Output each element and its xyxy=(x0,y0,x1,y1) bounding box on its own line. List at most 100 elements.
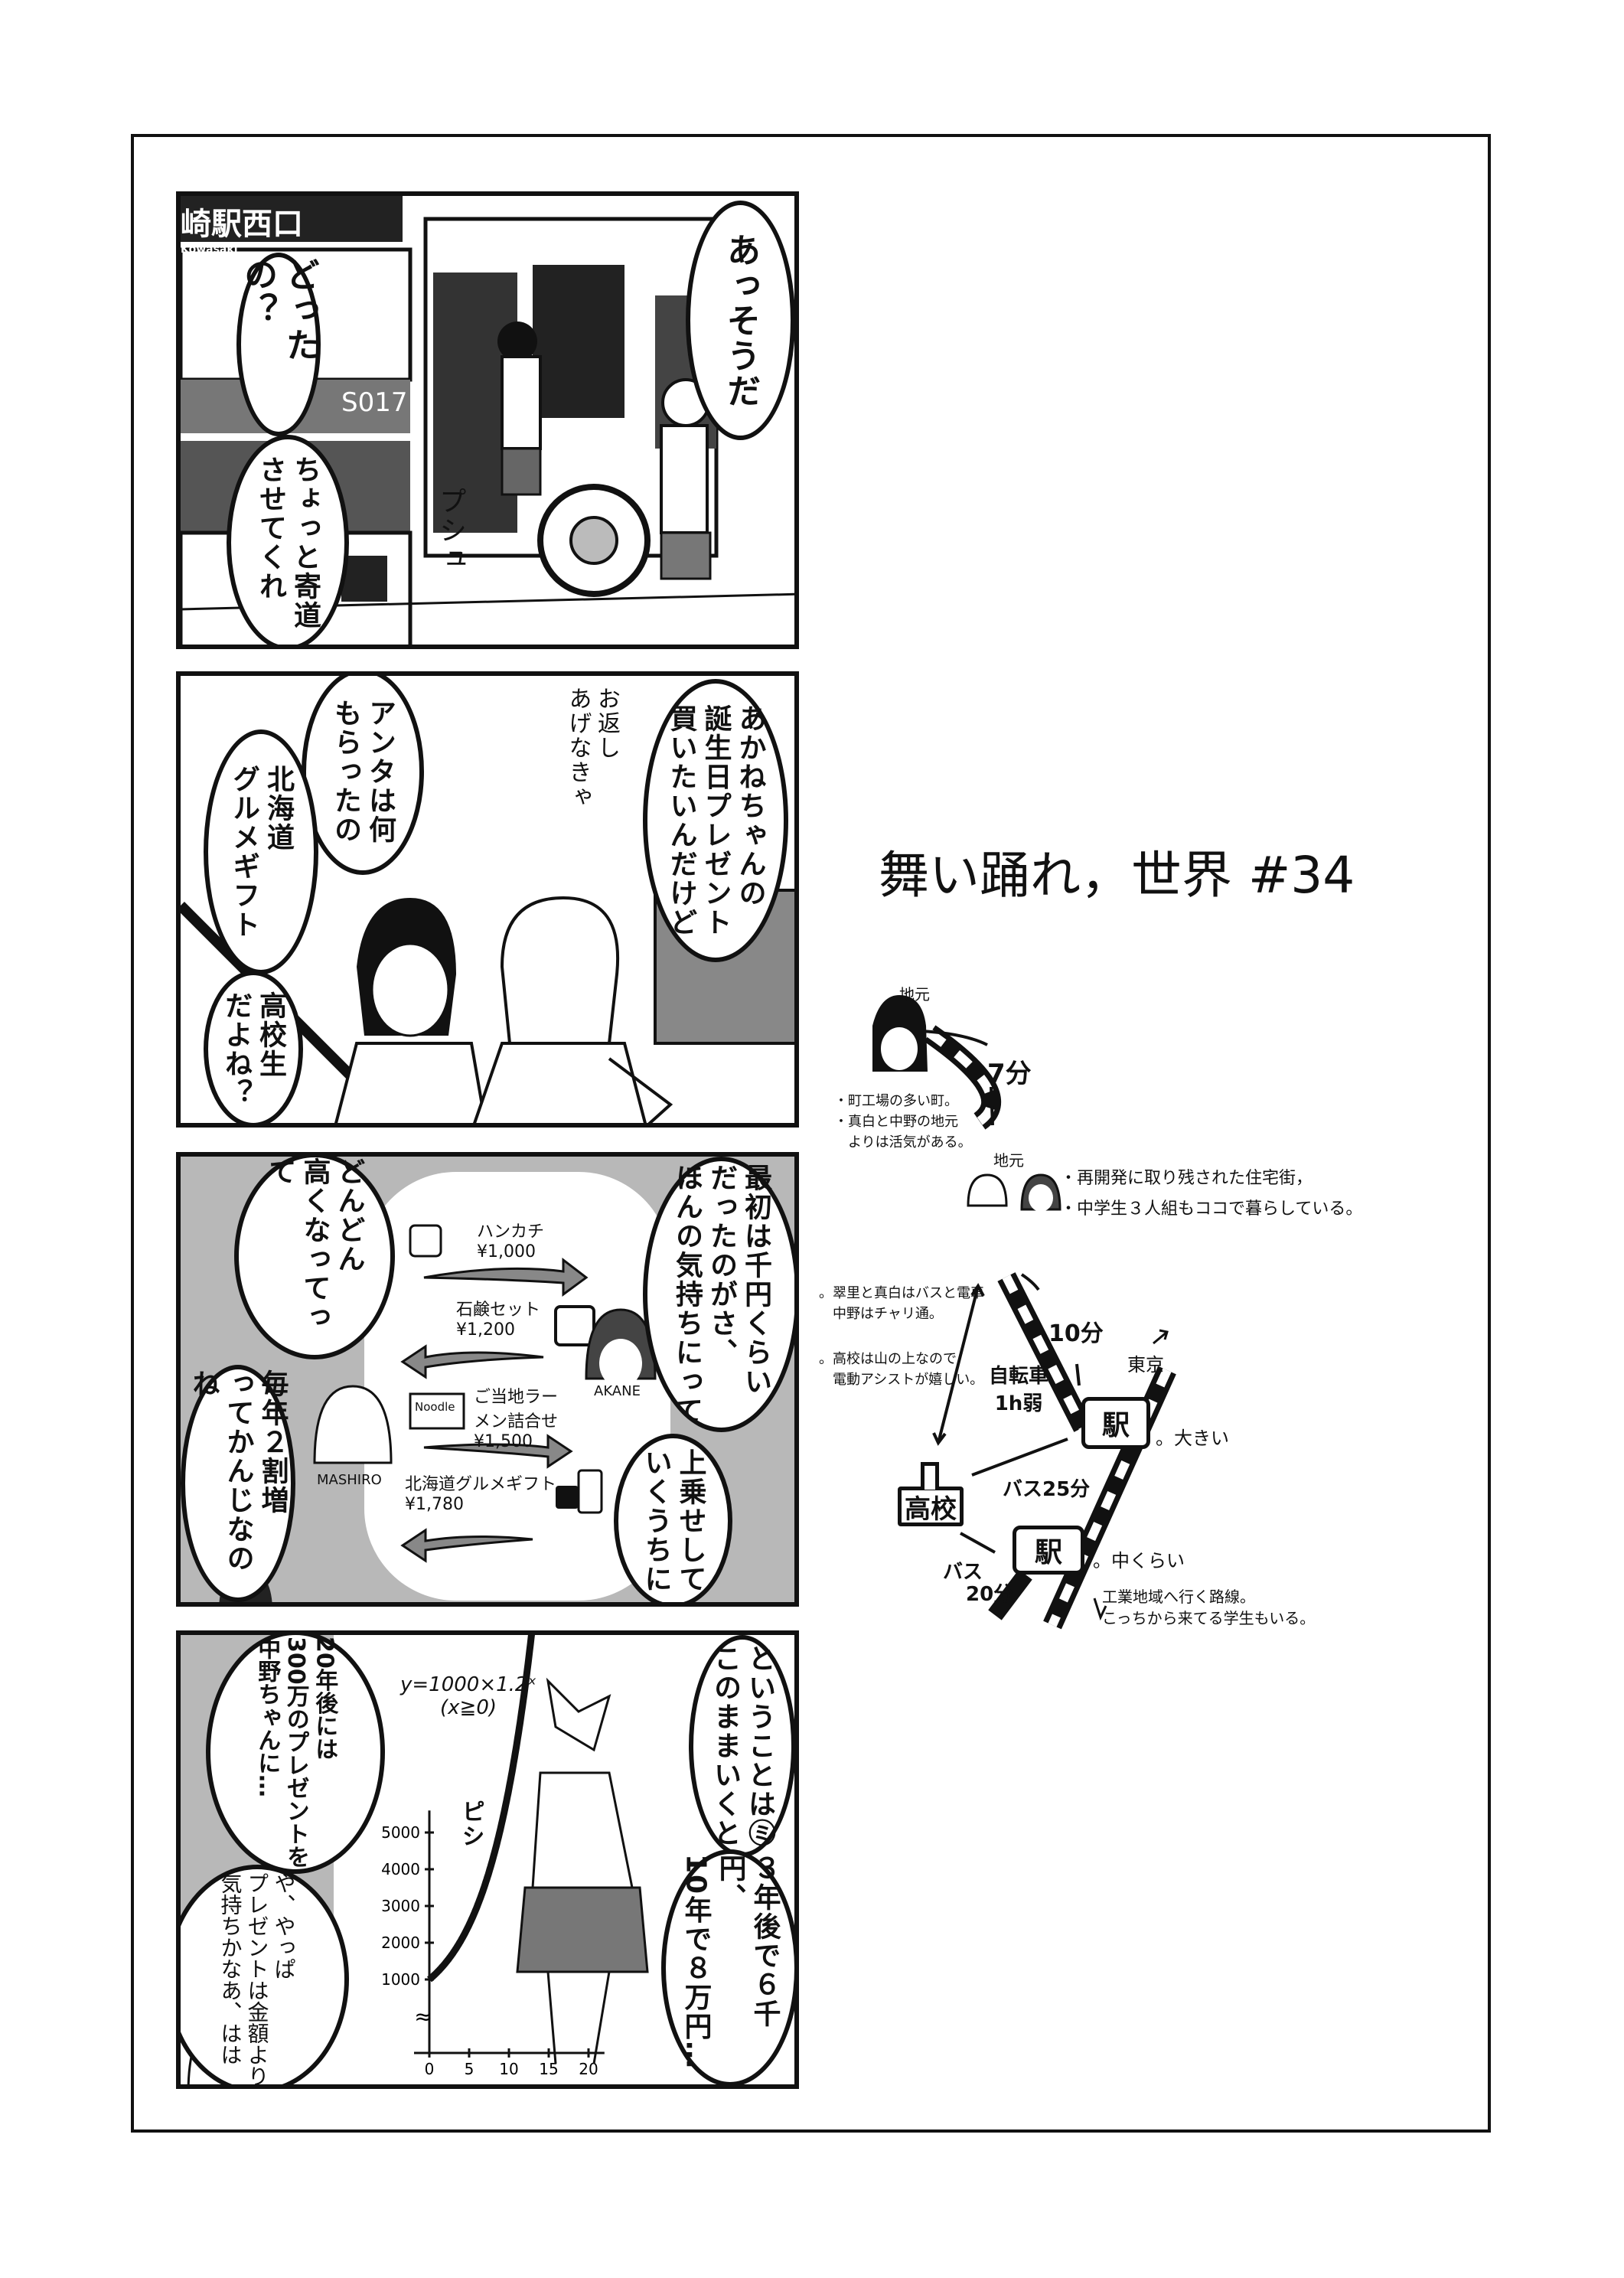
handkerchief-icon xyxy=(409,1224,442,1258)
note-line: 。高校は山の上なので xyxy=(819,1351,957,1367)
station-medium-note: 。中くらい xyxy=(1093,1550,1185,1571)
bubble-text: 北海道 xyxy=(263,765,294,852)
graph-formula: y=1000×1.2ˣ(x≧0) xyxy=(400,1673,536,1719)
bubble-text: このままいくと xyxy=(709,1644,741,1848)
aside-line: お返し xyxy=(593,687,620,760)
bubble-text: あかねちゃんの xyxy=(734,704,766,908)
note-line: 中野はチャリ通。 xyxy=(819,1306,943,1322)
school-building: 高校 xyxy=(898,1487,964,1526)
gift-price: ¥1,000 xyxy=(477,1242,536,1261)
y-tick-label: 2000 xyxy=(381,1934,420,1952)
station-medium: 駅 xyxy=(1013,1526,1084,1575)
arrow-right-icon xyxy=(423,1257,589,1297)
bubble-text: 買いたいんだけど xyxy=(665,704,697,937)
speech-bubble: ということは㋯このままいくと xyxy=(689,1635,794,1857)
speech-bubble: ３年後で６千円、10年で８万円… xyxy=(661,1849,794,2084)
bus-time-label: バス25分 xyxy=(1003,1478,1091,1501)
gift-price: ¥1,500 xyxy=(474,1432,533,1451)
x-tick-label: 5 xyxy=(465,2060,474,2078)
travel-time-label: 7分 xyxy=(987,1059,1032,1089)
bike-time: 1h弱 xyxy=(994,1392,1043,1416)
bubble-text: アンタは何 xyxy=(364,699,396,844)
name-label-akane: AKANE xyxy=(594,1383,641,1399)
speech-bubble: どったの？ xyxy=(236,253,321,436)
note-line: ・真白と中野の地元 xyxy=(834,1114,958,1130)
soap-set-icon xyxy=(554,1305,595,1346)
bubble-text: グルメギフト xyxy=(228,765,259,939)
note-line: よりは活気がある。 xyxy=(834,1134,972,1150)
travel-time-label: 10分 xyxy=(1048,1320,1104,1347)
gift-item: 石鹸セット¥1,200 xyxy=(456,1296,540,1340)
bubble-text: 300万のプレゼントを xyxy=(282,1636,309,1868)
bubble-text: 10年で８万円… xyxy=(680,1854,712,2071)
speech-bubble: 高校生だよね？ xyxy=(204,971,303,1123)
line-note: 工業地域へ行く路線。こっちから来てる学生もいる。 xyxy=(1102,1586,1315,1629)
bubble-text: だったのがさ、 xyxy=(706,1163,737,1367)
station-large-note: 。大きい xyxy=(1156,1428,1229,1449)
x-tick-label: 10 xyxy=(499,2060,518,2078)
bubble-text: だよね？ xyxy=(220,991,252,1108)
bubble-text: あっそうだ xyxy=(721,232,760,409)
gift-item: ご当地ラーメン詰合せ¥1,500 xyxy=(474,1383,566,1451)
jar-icon xyxy=(556,1486,579,1509)
bubble-text: プレゼントは金額より xyxy=(244,1872,270,2087)
page-frame xyxy=(131,134,1491,2133)
school-tower xyxy=(921,1462,939,1490)
sfx-text: プシュ xyxy=(435,487,466,574)
bubble-text: ほんの気持ちにって xyxy=(671,1163,703,1425)
gift-item: ハンカチ¥1,000 xyxy=(477,1218,544,1261)
speech-bubble: 上乗せしていくうちに xyxy=(614,1434,732,1602)
name-label-mashiro: MASHIRO xyxy=(317,1472,382,1488)
bubble-text: ちょっと寄道 xyxy=(289,455,321,630)
speech-bubble: 毎年２割増ってかんじなのね xyxy=(181,1365,295,1602)
note-line: こっちから来てる学生もいる。 xyxy=(1102,1609,1316,1627)
gift-item: 北海道グルメギフト¥1,780 xyxy=(405,1470,556,1514)
note-line: ・再開発に取り残された住宅街， xyxy=(1060,1169,1313,1188)
formula-domain: (x≧0) xyxy=(440,1696,497,1719)
tokyo-label: 東京 xyxy=(1127,1354,1164,1376)
gift-name: 北海道グルメギフト xyxy=(405,1475,557,1494)
gift-name: ハンカチ xyxy=(477,1222,545,1242)
ramen-box-icon xyxy=(409,1392,465,1430)
speech-bubble: どんどん高くなってって xyxy=(234,1157,395,1359)
home-label: 地元 xyxy=(899,985,930,1004)
speech-bubble: あかねちゃんの誕生日プレゼント買いたいんだけど xyxy=(643,679,788,962)
noodle-label: Noodle xyxy=(415,1400,455,1414)
bike-time-label: 自転車 1h弱 xyxy=(989,1363,1048,1418)
speech-bubble: ちょっと寄道させてくれ xyxy=(227,435,349,645)
bubble-text: どんどん xyxy=(333,1157,365,1274)
gift-price: ¥1,200 xyxy=(456,1320,515,1340)
destination-subtext: Kowasaki xyxy=(181,243,238,256)
aside-text: お返しあげなきゃ xyxy=(563,687,621,809)
speech-bubble: や、やっぱプレゼントは金額より気持ちかなあ、はは xyxy=(181,1865,349,2087)
growth-curve xyxy=(426,1635,535,1983)
note-line: ・中学生３人組もココで暮らしている。 xyxy=(1060,1199,1363,1219)
gift-box-icon xyxy=(577,1469,603,1514)
note-line: 。翠里と真白はバスと電車 xyxy=(819,1285,984,1301)
residential-note: ・再開発に取り残された住宅街， ・中学生３人組もココで暮らしている。 xyxy=(1060,1163,1362,1224)
note-line: 工業地域へ行く路線。 xyxy=(1102,1588,1255,1606)
speech-bubble: あっそうだ xyxy=(686,201,794,440)
page-title: 舞い踊れ，世界 #34 xyxy=(879,846,1355,905)
bubble-text: どったの？ xyxy=(238,257,319,363)
bubble-text: 誕生日プレゼント xyxy=(699,704,732,937)
bubble-text: いくうちに xyxy=(640,1448,672,1594)
y-tick-label: 1000 xyxy=(381,1970,420,1989)
bubble-text: 中野ちゃんに… xyxy=(253,1636,281,1797)
x-tick-label: 0 xyxy=(425,2060,435,2078)
bubble-text: 20年後には xyxy=(311,1636,338,1761)
bubble-text: 最初は千円くらい xyxy=(740,1163,771,1396)
gift-name: 石鹸セット xyxy=(456,1301,541,1320)
aside-line: あげなきゃ xyxy=(564,687,592,809)
home-label: 地元 xyxy=(993,1151,1024,1170)
speech-bubble: 北海道グルメギフト xyxy=(204,729,318,974)
station-large: 駅 xyxy=(1081,1397,1150,1449)
bubble-text: 高校生 xyxy=(255,991,286,1079)
bike-label: 自転車 xyxy=(989,1365,1049,1388)
bubble-text: もらったの xyxy=(330,699,361,844)
sfx-text: ピシ xyxy=(457,1800,484,1849)
